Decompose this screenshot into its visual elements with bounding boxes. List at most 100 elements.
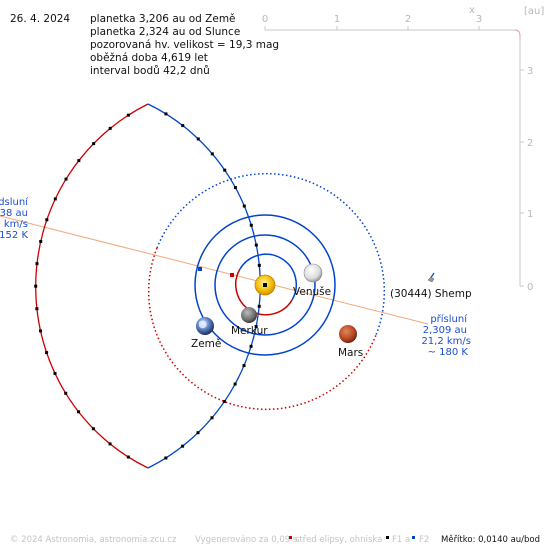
earth-label: Země [191,338,221,350]
axis-corner [514,29,521,40]
orbit-point [108,442,112,446]
legend-center: střed elipsy, ohniska [295,535,382,545]
right-axis [519,40,524,287]
orbit-point [108,126,112,130]
venus[interactable]: Venuše [293,263,331,298]
info-line-period: oběžná doba 4,619 let [90,52,208,64]
orbit-point [181,124,185,128]
earth-orbit [194,214,336,356]
perihelion-temperature: ~ 180 K [428,347,469,358]
orbit-point [223,168,227,172]
venus-label: Venuše [293,286,331,298]
info-line-magnitude: pozorovaná hv. velikost = 19,3 mag [90,39,279,51]
orbit-point [126,113,130,117]
orbit-point [233,186,237,190]
perihelion-title: přísluní [430,313,468,325]
ellipse-center-marker [230,273,234,277]
unit-label: [au] [524,6,544,17]
mars-label: Mars [338,347,363,359]
orbit-point [39,329,43,333]
earth[interactable]: Země [191,317,221,350]
asteroid-label: (30444) Shemp [390,288,472,300]
legend-center-swatch [289,536,292,539]
orbit-point [53,197,57,201]
right-axis-labels: 3 2 1 0 [527,66,533,293]
orbit-point-markers [34,112,262,460]
orbit-point [222,399,226,403]
orbit-point [164,456,168,460]
orbit-point [35,307,39,311]
asteroid-orbit [35,103,261,469]
top-axis-tick-label: 3 [476,14,482,25]
asteroid-icon [427,276,435,283]
orbit-point [254,243,258,247]
orbit-point [242,364,246,368]
venus-orbit [214,234,316,336]
orbit-point [77,159,81,163]
sun [254,274,276,296]
mars[interactable]: Mars [338,325,363,359]
orbit-point [34,284,38,288]
aphelion-distance: 38 au [0,208,28,219]
orbit-point [210,416,214,420]
top-axis [264,26,521,40]
date-label: 26. 4. 2024 [10,13,70,25]
earth-cloud-shape [199,320,207,329]
venus-icon [303,263,323,283]
orbit-point [181,444,185,448]
orbit-point [91,427,95,431]
orbit-point [249,223,253,227]
aphelion-label: odsluní 38 au ,1 km/s 152 K [0,196,29,241]
apsis-line [0,215,429,325]
focus-f1-marker [263,283,267,287]
orbit-point [45,218,49,222]
asteroid-orbit-above-ecliptic [147,103,261,469]
orbit-point [126,455,130,459]
legend-f2-swatch [412,536,415,539]
orbit-point [64,391,68,395]
right-axis-tick-label: 1 [527,209,533,220]
top-axis-labels: 0 1 2 3 x [262,5,482,25]
orbit-point [249,344,253,348]
orbit-point [39,239,43,243]
info-line-earth-distance: planetka 3,206 au od Země [90,13,236,25]
orbit-point [257,263,261,267]
mars-orbit [147,172,386,411]
perihelion-label: přísluní 2,309 au 21,2 km/s ~ 180 K [421,313,471,358]
footer: © 2024 Astronomia, astronomia.zcu.cz Vyg… [10,535,540,545]
mars-icon [339,325,357,343]
orbit-point [45,351,49,355]
orbit-point [196,431,200,435]
mercury[interactable]: Merkur [231,307,268,337]
generation-time: Vygenerováno za 0,09 s [195,535,298,545]
mercury-label: Merkur [231,325,268,337]
top-axis-tick-label: 0 [262,14,268,25]
orbit-point [164,112,168,116]
orbit-point [233,382,237,386]
mercury-icon [241,307,257,323]
info-line-point-interval: interval bodů 42,2 dnů [90,65,210,77]
orbit-point [64,177,68,181]
asteroid-orbit-below-ecliptic [35,103,149,469]
copyright[interactable]: © 2024 Astronomia, astronomia.zcu.cz [10,535,177,545]
perihelion-velocity: 21,2 km/s [421,336,471,347]
orbit-point [77,410,81,414]
asteroid[interactable]: (30444) Shemp [390,272,472,300]
orbit-point [242,204,246,208]
scale-label: Měřítko: 0,0140 au/bod [441,535,540,545]
orbit-point [196,137,200,141]
orbit-point [53,371,57,375]
x-axis-marker: x [469,5,475,16]
info-block: planetka 3,206 au od Země planetka 2,324… [90,13,279,77]
legend-f2: F2 [419,535,429,545]
orbit-point [254,325,258,329]
aphelion-velocity: ,1 km/s [0,219,28,230]
legend-f1-swatch [386,536,389,539]
top-axis-tick-label: 2 [405,14,411,25]
right-axis-tick-label: 3 [527,66,533,77]
top-axis-tick-label: 1 [334,14,340,25]
perihelion-distance: 2,309 au [423,325,467,336]
focus-f2-marker [198,267,202,271]
